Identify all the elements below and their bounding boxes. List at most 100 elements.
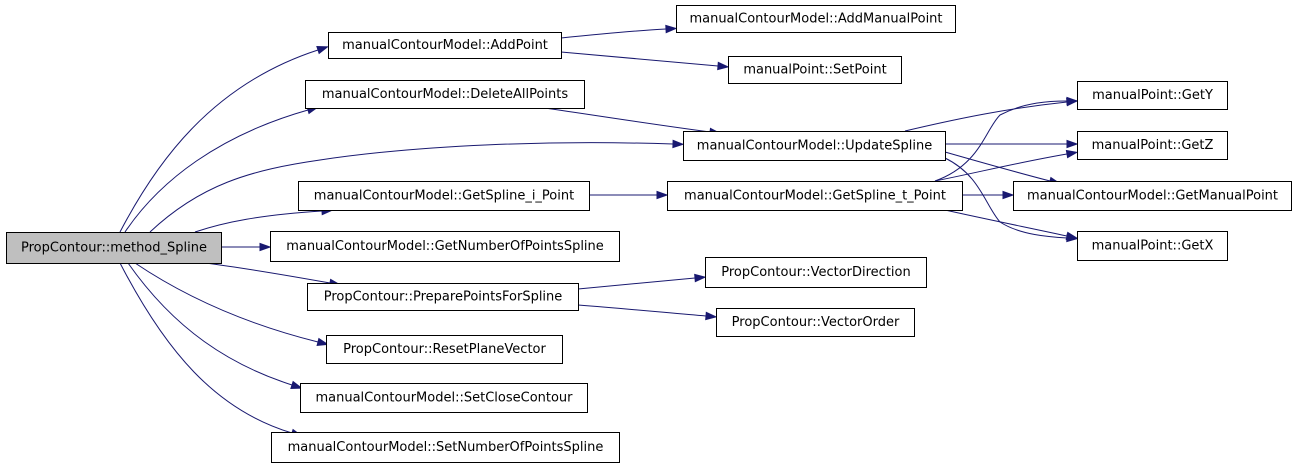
node-box xyxy=(728,56,902,84)
node-label: manualPoint::SetPoint xyxy=(743,63,886,78)
arrowhead-icon xyxy=(316,337,330,347)
edge-updateSpline-to-getZ xyxy=(945,139,1079,149)
node-label: manualContourModel::AddManualPoint xyxy=(689,12,942,27)
node-label: manualPoint::GetY xyxy=(1092,88,1213,103)
edge-line xyxy=(560,51,719,67)
arrowhead-icon xyxy=(1066,96,1079,106)
edge-line xyxy=(149,142,674,233)
edge-line xyxy=(119,262,293,434)
nodes-layer: PropContour::method_SplinemanualContourM… xyxy=(6,5,1292,463)
node-setNumberOfPointsSpline[interactable]: manualContourModel::SetNumberOfPointsSpl… xyxy=(271,432,620,463)
arrowhead-icon xyxy=(1066,139,1079,149)
edge-line xyxy=(577,304,707,317)
node-box xyxy=(1077,231,1228,261)
edge-addPoint-to-addManualPoint xyxy=(560,24,678,39)
arrowhead-icon xyxy=(656,190,669,200)
edge-line xyxy=(944,209,1068,237)
node-box xyxy=(300,383,588,413)
edge-root-to-addPoint xyxy=(119,46,329,233)
edge-root-to-getNumberOfPointsSpline xyxy=(221,242,272,252)
node-getY[interactable]: manualPoint::GetY xyxy=(1077,81,1228,110)
edge-line xyxy=(119,49,319,233)
arrowhead-icon xyxy=(259,242,272,252)
node-updateSpline[interactable]: manualContourModel::UpdateSpline xyxy=(683,131,946,161)
node-box xyxy=(1013,181,1292,211)
node-label: manualContourModel::GetSpline_i_Point xyxy=(314,189,574,204)
node-label: manualContourModel::AddPoint xyxy=(342,38,548,53)
edges-layer xyxy=(119,24,1079,437)
node-box xyxy=(6,232,222,264)
node-box xyxy=(298,181,590,211)
node-box xyxy=(1077,131,1228,160)
node-box xyxy=(305,80,585,109)
arrowhead-icon xyxy=(1065,149,1079,159)
arrowhead-icon xyxy=(1065,231,1079,241)
edge-getSplineIPoint-to-getSplineTPoint xyxy=(589,190,669,200)
node-deleteAllPoints[interactable]: manualContourModel::DeleteAllPoints xyxy=(305,80,585,109)
arrowhead-icon xyxy=(694,273,707,283)
node-label: manualContourModel::SetNumberOfPointsSpl… xyxy=(288,440,604,455)
node-box xyxy=(683,131,946,161)
node-label: PropContour::method_Spline xyxy=(21,241,207,256)
node-setCloseContour[interactable]: manualContourModel::SetCloseContour xyxy=(300,383,588,413)
node-label: PropContour::PreparePointsForSpline xyxy=(324,290,563,305)
node-box xyxy=(716,308,915,337)
edge-line xyxy=(194,210,323,233)
node-label: manualContourModel::GetNumberOfPointsSpl… xyxy=(286,239,604,254)
edge-line xyxy=(904,101,1068,132)
edge-getSplineTPoint-to-getX xyxy=(944,209,1079,241)
node-label: PropContour::VectorDirection xyxy=(721,265,910,280)
node-label: manualPoint::GetX xyxy=(1092,239,1214,254)
node-label: manualContourModel::GetManualPoint xyxy=(1027,189,1278,204)
arrowhead-icon xyxy=(705,311,718,321)
node-preparePointsForSpline[interactable]: PropContour::PreparePointsForSpline xyxy=(307,283,579,311)
edge-line xyxy=(934,153,1068,182)
node-box xyxy=(705,257,927,288)
node-label: manualContourModel::DeleteAllPoints xyxy=(322,87,568,102)
edge-line xyxy=(124,109,309,233)
edge-root-to-setCloseContour xyxy=(127,262,303,389)
node-getSplineTPoint[interactable]: manualContourModel::GetSpline_t_Point xyxy=(667,181,963,211)
node-getNumberOfPointsSpline[interactable]: manualContourModel::GetNumberOfPointsSpl… xyxy=(270,231,620,262)
edge-preparePointsForSpline-to-vectorDirection xyxy=(577,273,707,290)
edge-addPoint-to-setPoint xyxy=(560,51,730,71)
node-box xyxy=(328,32,562,59)
node-box xyxy=(271,432,620,463)
node-vectorDirection[interactable]: PropContour::VectorDirection xyxy=(705,257,927,288)
node-addManualPoint[interactable]: manualContourModel::AddManualPoint xyxy=(676,5,956,33)
node-getManualPoint[interactable]: manualContourModel::GetManualPoint xyxy=(1013,181,1292,211)
edge-line xyxy=(944,151,1051,182)
node-getSplineIPoint[interactable]: manualContourModel::GetSpline_i_Point xyxy=(298,181,590,211)
node-label: manualContourModel::SetCloseContour xyxy=(315,391,573,406)
edge-root-to-setNumberOfPointsSpline xyxy=(119,262,303,437)
node-box xyxy=(270,231,620,262)
node-root[interactable]: PropContour::method_Spline xyxy=(6,232,222,264)
arrowhead-icon xyxy=(290,380,303,389)
edge-updateSpline-to-getManualPoint xyxy=(944,151,1062,186)
edge-line xyxy=(127,262,293,386)
edge-getSplineTPoint-to-getZ xyxy=(934,149,1079,182)
arrowhead-icon xyxy=(665,24,678,34)
edge-line xyxy=(204,262,331,284)
node-getZ[interactable]: manualPoint::GetZ xyxy=(1077,131,1228,160)
node-getX[interactable]: manualPoint::GetX xyxy=(1077,231,1228,261)
node-vectorOrder[interactable]: PropContour::VectorOrder xyxy=(716,308,915,337)
node-setPoint[interactable]: manualPoint::SetPoint xyxy=(728,56,902,84)
node-label: manualPoint::GetZ xyxy=(1092,138,1214,153)
edge-preparePointsForSpline-to-vectorOrder xyxy=(577,304,718,321)
edge-root-to-deleteAllPoints xyxy=(124,105,320,233)
edge-updateSpline-to-getY xyxy=(904,97,1079,132)
node-box xyxy=(1077,81,1228,110)
node-resetPlaneVector[interactable]: PropContour::ResetPlaneVector xyxy=(326,335,563,364)
edge-line xyxy=(134,262,319,343)
edge-root-to-updateSpline xyxy=(149,139,685,233)
node-box xyxy=(667,181,963,211)
edge-line xyxy=(560,28,667,39)
node-label: PropContour::VectorOrder xyxy=(732,315,900,330)
edge-getSplineTPoint-to-getY xyxy=(934,96,1079,182)
node-addPoint[interactable]: manualContourModel::AddPoint xyxy=(328,32,562,59)
arrowhead-icon xyxy=(316,46,329,55)
node-label: manualContourModel::UpdateSpline xyxy=(697,139,932,154)
edge-line xyxy=(577,277,696,290)
